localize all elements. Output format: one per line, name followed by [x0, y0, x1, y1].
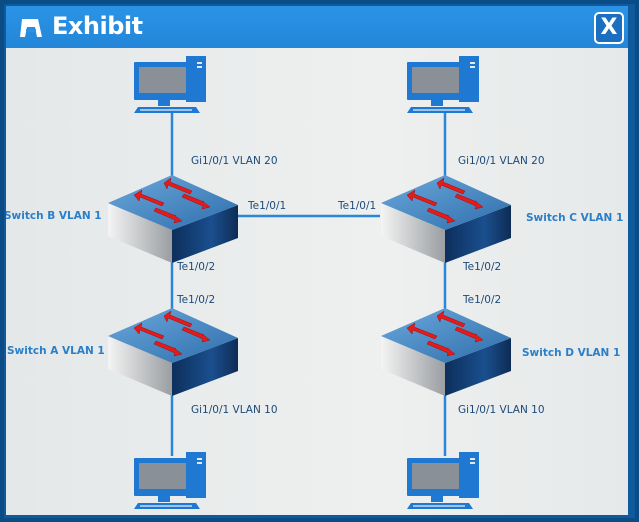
port-d-te2: Te1/0/2 — [462, 294, 501, 306]
pc-a-icon — [134, 452, 206, 509]
pc-c-icon — [407, 56, 479, 113]
port-b-te1: Te1/0/1 — [247, 200, 286, 212]
pc-d-icon — [407, 452, 479, 509]
port-d-pc: Gi1/0/1 VLAN 10 — [458, 404, 545, 416]
switch-d-label: Switch D VLAN 1 — [522, 347, 620, 359]
port-c-te1: Te1/0/1 — [337, 200, 376, 212]
network-diagram: Switch B VLAN 1 Switch C VLAN 1 Switch A… — [6, 48, 628, 515]
close-button[interactable]: X — [594, 12, 624, 44]
pc-b-icon — [134, 56, 206, 113]
port-b-pc: Gi1/0/1 VLAN 20 — [191, 155, 278, 167]
window-title: Exhibit — [52, 12, 143, 40]
port-a-pc: Gi1/0/1 VLAN 10 — [191, 404, 278, 416]
port-b-te2: Te1/0/2 — [176, 261, 215, 273]
switch-b-icon — [107, 174, 239, 264]
switch-a-label: Switch A VLAN 1 — [7, 345, 105, 357]
port-a-te2: Te1/0/2 — [176, 294, 215, 306]
switch-c-icon — [380, 174, 512, 264]
switch-d-icon — [380, 307, 512, 397]
links — [170, 112, 447, 456]
switch-a-icon — [107, 307, 239, 397]
title-bar: Exhibit X — [6, 6, 628, 48]
topology-svg: Switch B VLAN 1 Switch C VLAN 1 Switch A… — [6, 56, 623, 509]
port-c-pc: Gi1/0/1 VLAN 20 — [458, 155, 545, 167]
port-c-te2: Te1/0/2 — [462, 261, 501, 273]
switch-b-label: Switch B VLAN 1 — [6, 210, 102, 222]
exhibit-icon — [20, 19, 42, 37]
switch-c-label: Switch C VLAN 1 — [526, 212, 623, 224]
